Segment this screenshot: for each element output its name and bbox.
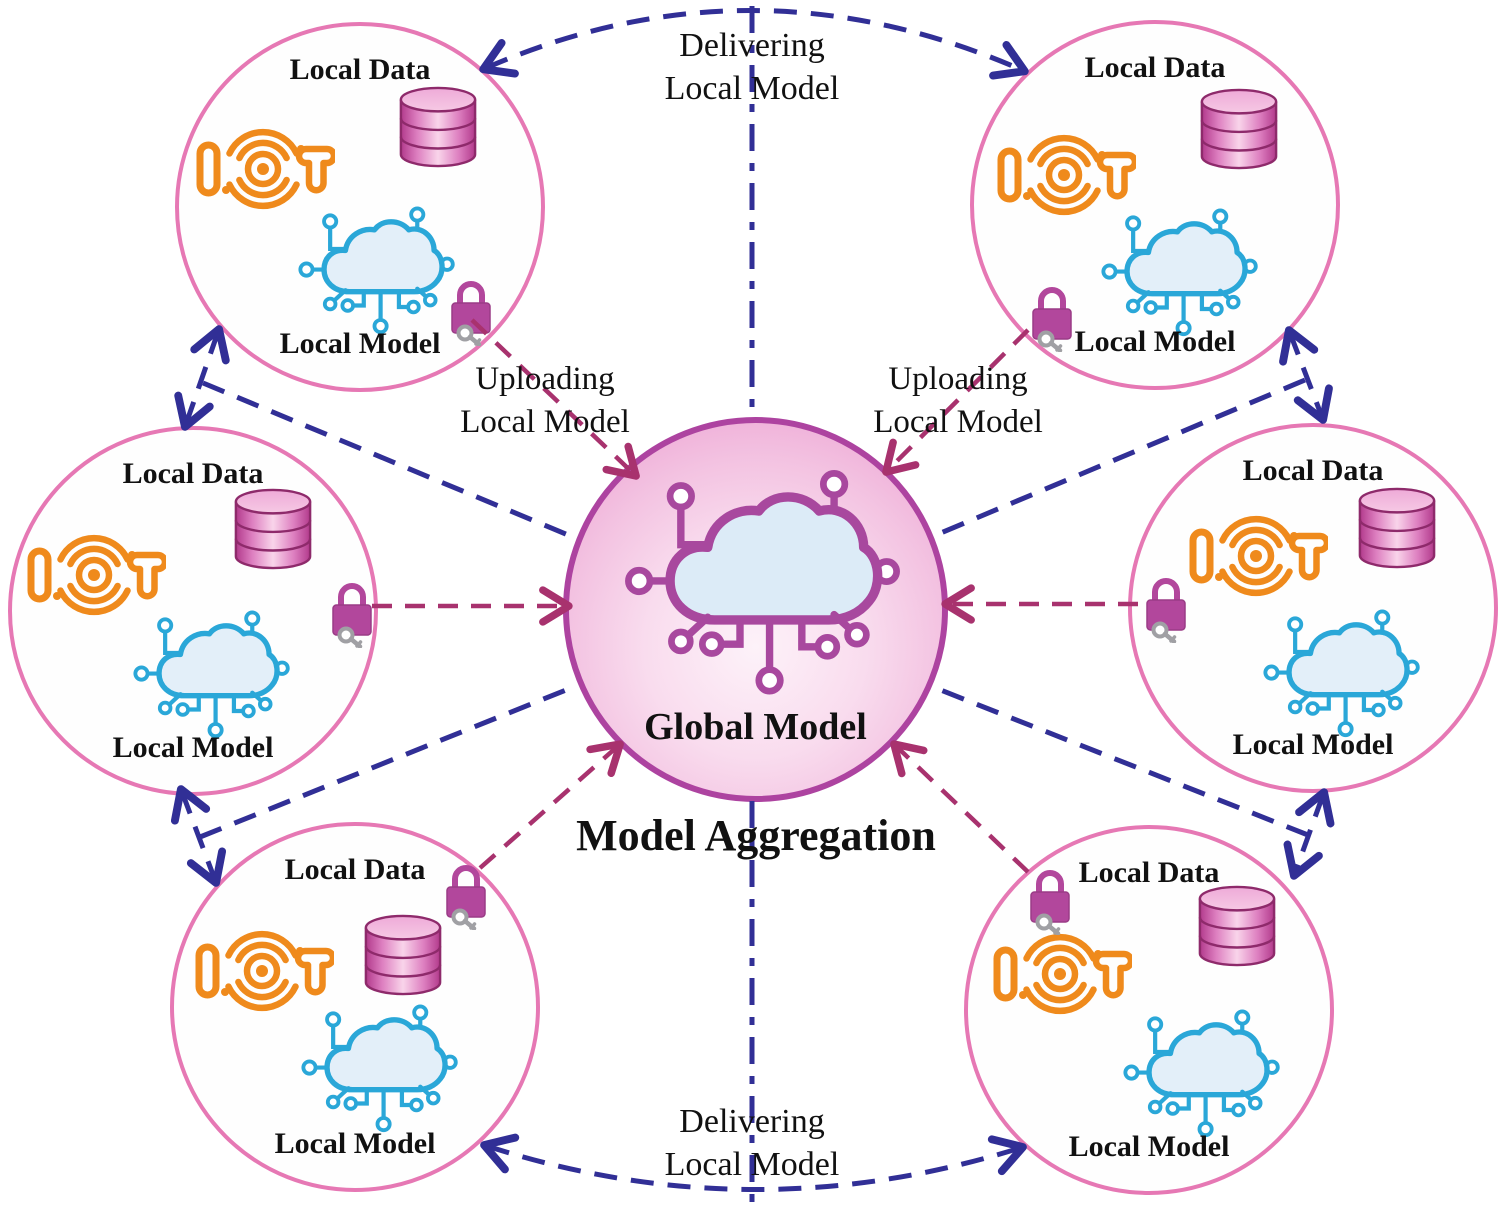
- local-data-label: Local Data: [122, 457, 264, 490]
- local-data-label: Local Data: [284, 853, 426, 886]
- lock-with-key-icon: [444, 860, 488, 930]
- delivering-local-model-label-bottom: Delivering Local Model: [664, 1103, 840, 1183]
- local-model-label: Local Model: [279, 327, 441, 360]
- database-icon: [1196, 883, 1278, 969]
- iot-icon: [992, 923, 1132, 1023]
- client-node-bottom-left: Local Data Local Model: [170, 822, 540, 1192]
- cloud-network-icon: [1260, 609, 1422, 743]
- global-model-node: Global Model: [563, 417, 948, 802]
- local-data-label: Local Data: [1084, 51, 1226, 84]
- local-model-label: Local Model: [1232, 728, 1394, 761]
- database-icon: [1356, 485, 1438, 571]
- uploading-local-model-label-right: Uploading Local Model: [873, 361, 1043, 440]
- database-icon: [362, 912, 444, 998]
- local-model-label: Local Model: [1074, 325, 1236, 358]
- client-node-middle-right: Local Data Local Model: [1128, 423, 1498, 793]
- cloud-network-icon: [298, 1004, 460, 1138]
- client-node-bottom-right: Local Data Local Model: [964, 825, 1334, 1195]
- iot-icon: [26, 524, 166, 624]
- local-data-label: Local Data: [289, 53, 431, 86]
- lock-with-key-icon: [1144, 573, 1188, 643]
- client-node-middle-left: Local Data Local Model: [8, 426, 378, 796]
- local-model-label: Local Model: [274, 1127, 436, 1160]
- global-model-label: Global Model: [644, 706, 867, 748]
- delivering-local-model-label-top: Delivering Local Model: [664, 27, 840, 107]
- iot-icon: [195, 118, 335, 218]
- cloud-network-icon: [295, 206, 457, 340]
- client-node-top-right: Local Data Local Model: [970, 20, 1340, 390]
- local-model-label: Local Model: [1068, 1130, 1230, 1163]
- cloud-network-icon: [619, 469, 904, 705]
- database-icon: [397, 84, 479, 170]
- local-model-label: Local Model: [112, 731, 274, 764]
- uploading-local-model-label-left: Uploading Local Model: [460, 361, 630, 440]
- iot-icon: [1188, 505, 1328, 605]
- lock-with-key-icon: [1028, 865, 1072, 935]
- local-data-label: Local Data: [1078, 856, 1220, 889]
- client-node-top-left: Local Data Local Model: [175, 22, 545, 392]
- cloud-network-icon: [1098, 208, 1260, 342]
- lock-with-key-icon: [330, 578, 374, 648]
- database-icon: [232, 486, 314, 572]
- local-data-label: Local Data: [1242, 454, 1384, 487]
- database-icon: [1198, 86, 1280, 172]
- cloud-network-icon: [130, 610, 292, 744]
- model-aggregation-label: Model Aggregation: [576, 811, 936, 860]
- cloud-network-icon: [1120, 1009, 1282, 1143]
